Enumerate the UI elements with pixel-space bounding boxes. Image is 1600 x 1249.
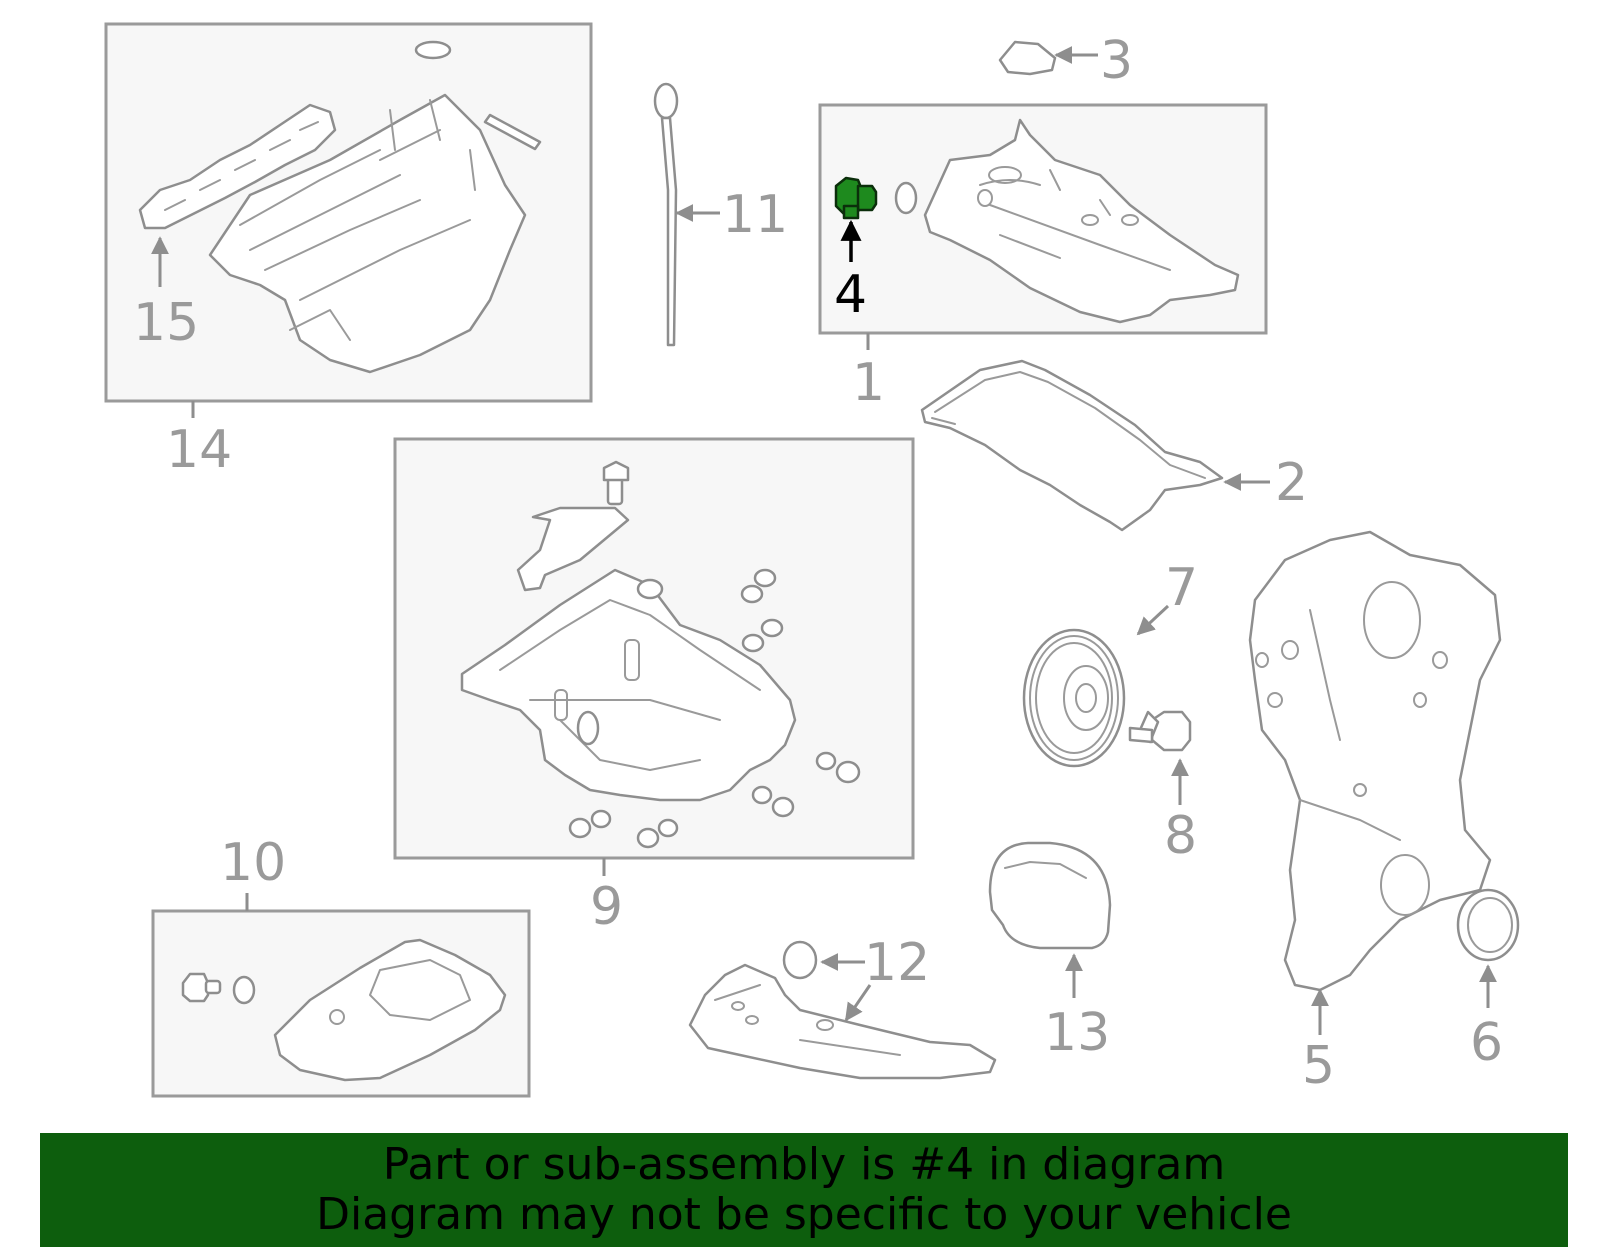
crank-pulley-part	[1022, 628, 1126, 768]
callout-5: 5	[1302, 1036, 1335, 1096]
callout-15: 15	[133, 293, 199, 353]
callout-8: 8	[1164, 806, 1197, 866]
callout-3: 3	[1100, 31, 1133, 91]
callout-10: 10	[220, 833, 286, 893]
banner-line-1: Part or sub-assembly is #4 in diagram	[382, 1139, 1226, 1190]
oil-filter-part	[988, 841, 1112, 950]
oil-filler-cap-part	[998, 40, 1057, 76]
timing-cover-part	[1248, 530, 1502, 992]
valve-cover-gasket-part	[920, 359, 1224, 532]
intake-manifold-part	[138, 40, 542, 374]
callout-6: 6	[1470, 1013, 1503, 1073]
oil-pickup-part	[688, 940, 997, 1080]
lower-oil-pan-part	[181, 938, 507, 1082]
leader-12b	[844, 984, 872, 1022]
callout-1: 1	[852, 353, 885, 413]
banner-line-2: Diagram may not be specific to your vehi…	[316, 1189, 1292, 1240]
leader-7	[1136, 604, 1170, 636]
callout-14: 14	[166, 420, 232, 480]
callout-9: 9	[590, 877, 623, 937]
dipstick-part	[653, 82, 679, 347]
callout-2: 2	[1275, 453, 1308, 513]
callout-12: 12	[864, 933, 930, 993]
pulley-bolt-part	[1128, 710, 1192, 752]
valve-cover-part	[894, 118, 1240, 324]
oil-filler-plug-part-highlighted	[834, 176, 878, 220]
notice-banner: Part or sub-assembly is #4 in diagram Di…	[40, 1133, 1568, 1247]
oil-pan-part	[460, 460, 861, 849]
callout-13: 13	[1044, 1003, 1110, 1063]
callout-11: 11	[722, 185, 788, 245]
callout-7: 7	[1165, 558, 1198, 618]
callout-4-highlighted: 4	[834, 265, 867, 325]
crank-seal-part	[1456, 888, 1520, 962]
